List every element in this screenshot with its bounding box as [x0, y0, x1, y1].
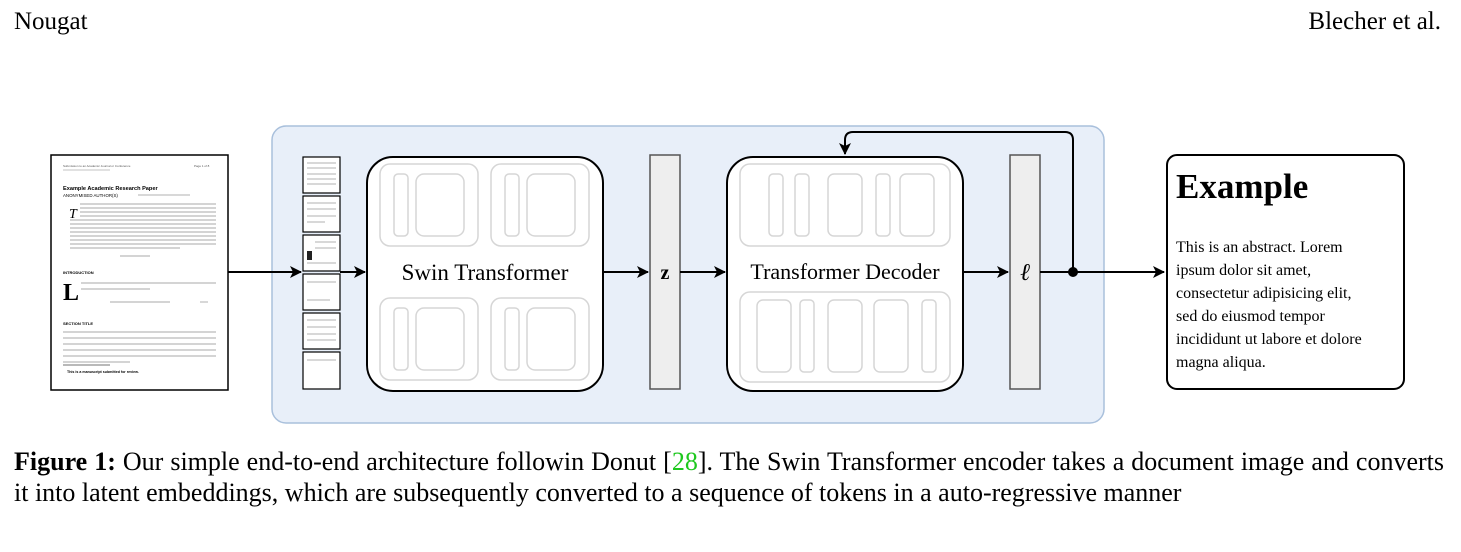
output-abstract-line: ipsum dolor sit amet, [1176, 262, 1311, 279]
image-patches [302, 156, 341, 390]
doc-section-intro: INTRODUCTION [63, 270, 94, 275]
swin-transformer-encoder: Swin Transformer [366, 156, 604, 392]
caption-text-after-cite: ]. The Swin Transformer encoder takes a … [14, 447, 1444, 507]
token-label: ℓ [1020, 260, 1030, 286]
citation-link[interactable]: 28 [671, 447, 698, 476]
output-abstract-line: incididunt ut labore et dolore [1176, 331, 1362, 348]
latent-label: z [661, 262, 670, 284]
doc-dropcap-t: T [69, 207, 78, 222]
doc-authors: ANONYMISED AUTHOR(S) [63, 193, 118, 198]
caption-text-before-cite: Our simple end-to-end architecture follo… [122, 447, 672, 476]
input-document-page: Submission to an Academic Journal or Con… [50, 154, 229, 391]
doc-section-title: SECTION TITLE [63, 321, 93, 326]
encoder-label: Swin Transformer [402, 260, 569, 285]
doc-abstract-lines [70, 203, 216, 257]
transformer-decoder: Transformer Decoder [726, 156, 964, 392]
doc-header-left: Submission to an Academic Journal or Con… [63, 164, 131, 168]
autoregressive-feedback-arrow [839, 131, 1074, 272]
output-markup-box: Example This is an abstract. Lorem ipsum… [1166, 154, 1405, 390]
output-abstract-line: consectetur adipisicing elit, [1176, 285, 1352, 302]
doc-footer-note: This is a manuscript submitted for revie… [67, 370, 139, 374]
doc-title: Example Academic Research Paper [63, 186, 158, 192]
architecture-diagram: Submission to an Academic Journal or Con… [50, 125, 1405, 424]
doc-header-right: Page 1 of 8 [194, 164, 210, 168]
token-sequence-bar: ℓ [1009, 154, 1041, 390]
output-title: Example [1176, 167, 1308, 206]
running-header-short-title: Nougat [14, 8, 88, 35]
running-header-authors: Blecher et al. [1308, 8, 1441, 35]
doc-dropcap-l: L [63, 280, 79, 306]
output-abstract-line: magna aliqua. [1176, 354, 1266, 371]
caption-label: Figure 1: [14, 447, 116, 476]
output-abstract-line: sed do eiusmod tempor [1176, 308, 1326, 325]
output-abstract-line: This is an abstract. Lorem [1176, 239, 1343, 256]
figure-caption: Figure 1: Our simple end-to-end architec… [14, 446, 1444, 508]
decoder-label: Transformer Decoder [750, 259, 940, 284]
latent-embedding-bar: z [649, 154, 681, 390]
